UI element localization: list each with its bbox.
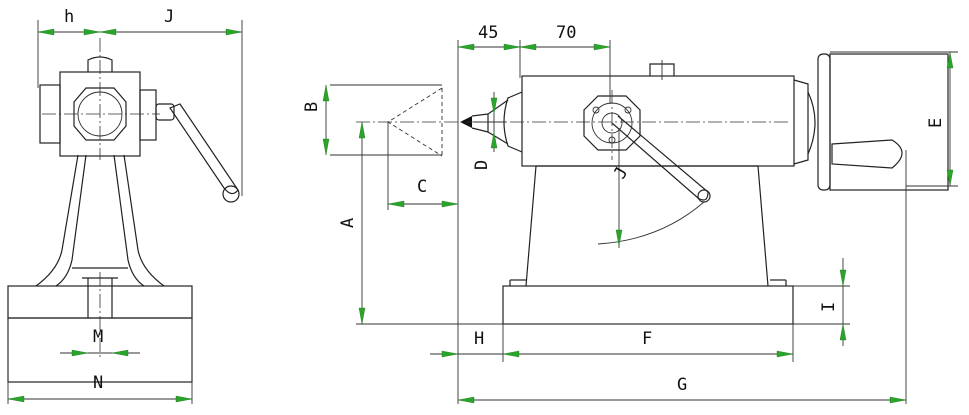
label-H: H xyxy=(474,329,484,349)
label-C: C xyxy=(417,177,427,197)
label-M: M xyxy=(93,327,103,347)
side-body xyxy=(521,75,795,167)
side-base xyxy=(502,285,794,325)
label-A: A xyxy=(338,218,358,228)
front-view xyxy=(7,20,243,404)
label-70: 70 xyxy=(556,23,576,43)
label-B: B xyxy=(302,102,322,112)
label-N: N xyxy=(93,373,103,393)
label-G: G xyxy=(677,375,687,395)
label-D: D xyxy=(472,160,492,170)
label-F: F xyxy=(642,329,652,349)
side-view xyxy=(322,40,958,404)
label-E: E xyxy=(926,118,946,128)
label-h: h xyxy=(64,7,74,27)
label-J: J xyxy=(164,7,174,27)
label-45: 45 xyxy=(478,23,498,43)
label-I: I xyxy=(819,302,839,312)
